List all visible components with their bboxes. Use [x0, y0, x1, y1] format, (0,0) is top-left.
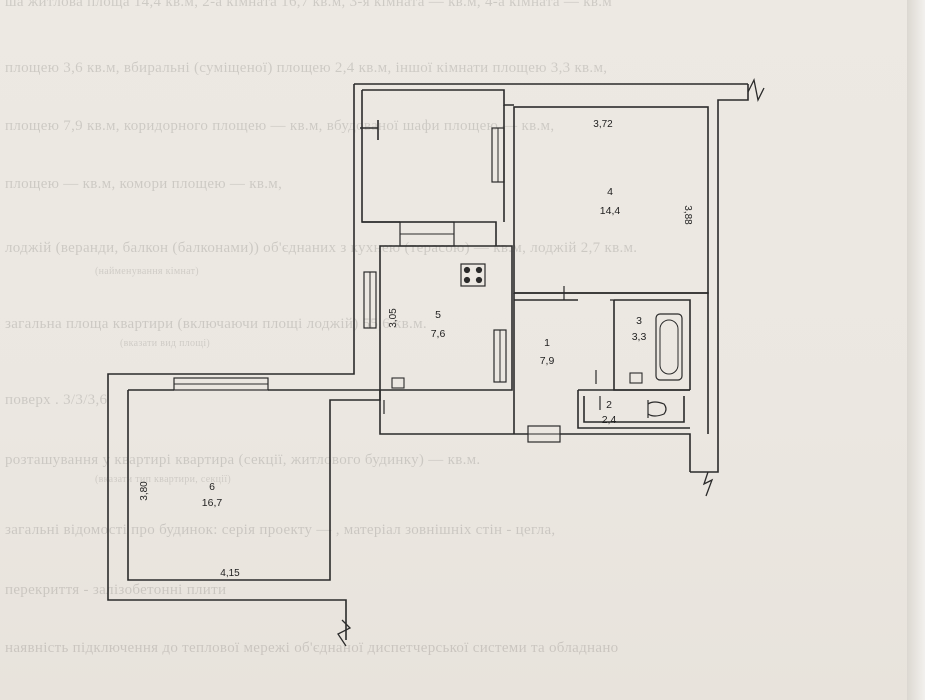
corridor-wall: [514, 299, 691, 390]
break-mark-top: [747, 78, 765, 102]
background-text-line: лоджій (веранди, балкон (балконами)) об'…: [5, 240, 638, 256]
room-5-area: 7,6: [431, 328, 446, 340]
room-4-number: 4: [607, 186, 613, 198]
background-text-line: загальні відомості про будинок: серія пр…: [5, 522, 556, 538]
room-3-number: 3: [636, 315, 642, 327]
background-text-line: площею 3,6 кв.м, вбиральні (суміщеної) п…: [5, 60, 608, 76]
inner-wall: [361, 90, 400, 223]
room-3-outline: [577, 300, 690, 429]
background-text-line: розташування у квартирі квартира (секції…: [5, 452, 481, 468]
sink-icon: [391, 377, 405, 389]
room-1-outline: [513, 292, 709, 434]
background-text-line: перекриття - залізобетонні плити: [5, 582, 227, 598]
room-4-outline: [513, 106, 709, 294]
sink-icon: [629, 372, 643, 384]
room-1-number: 1: [544, 337, 550, 349]
outer-wall: [107, 83, 749, 640]
room-3-area: 3,3: [632, 331, 647, 343]
background-text-line: загальна площа квартири (включаючи площі…: [5, 316, 427, 332]
room-1-area: 7,9: [540, 355, 555, 367]
dimension-room6-width: 4,15: [220, 568, 240, 579]
background-text-line: наявність підключення до теплової мережі…: [5, 640, 619, 656]
inner-wall: [362, 89, 514, 106]
break-mark-bottom: [337, 619, 352, 647]
room-2-area: 2,4: [602, 414, 617, 426]
background-text-line: площею 7,9 кв.м, коридорного площею — кв…: [5, 118, 555, 134]
dimension-room6-height: 3,80: [139, 481, 150, 501]
room-6-outline: [127, 390, 381, 581]
dimension-room5-height: 3,05: [388, 308, 399, 328]
page-edge: [907, 0, 925, 700]
background-text-line: поверх . 3/3/3,6: [5, 392, 108, 408]
room-6-number: 6: [209, 481, 215, 493]
room-5-outline: [379, 245, 513, 391]
stove-icon: [460, 263, 486, 287]
background-subtext: (вказати тип квартири, секції): [95, 474, 232, 485]
inner-wall: [360, 120, 379, 140]
room-4-area: 14,4: [600, 205, 621, 217]
toilet-icon: [647, 400, 667, 418]
background-text-line: площею — кв.м, комори площею — кв.м,: [5, 176, 283, 192]
room-2-outline: [578, 389, 690, 423]
dimension-room4-width: 3,72: [593, 119, 613, 130]
room-5-number: 5: [435, 309, 441, 321]
dimension-room4-height: 3,88: [682, 205, 693, 225]
room-6-area: 16,7: [202, 497, 223, 509]
bathtub-icon: [655, 313, 683, 381]
break-mark-right: [702, 471, 714, 497]
background-text-line: ша житлова площа 14,4 кв.м, 2-а кімната …: [5, 0, 613, 10]
door-mark: [383, 286, 614, 414]
room-2-number: 2: [606, 399, 612, 411]
background-subtext: (вказати вид площі): [120, 338, 211, 349]
corridor-wall: [379, 390, 691, 472]
background-subtext: (найменування кімнат): [95, 266, 199, 277]
